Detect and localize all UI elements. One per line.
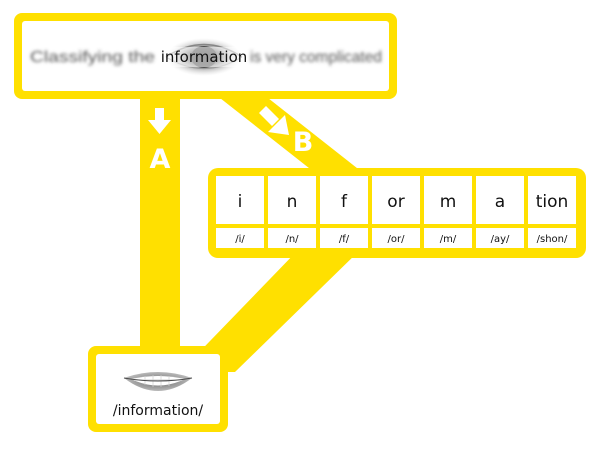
segment-grapheme: m bbox=[440, 192, 457, 212]
segment-1: n/n/ bbox=[268, 176, 316, 248]
segment-grapheme: f bbox=[341, 192, 348, 212]
segment-cell bbox=[216, 176, 264, 224]
mouth-icon bbox=[123, 372, 193, 391]
phoneme-cell bbox=[476, 228, 524, 248]
segment-2: f/f/ bbox=[320, 176, 368, 248]
segment-grapheme: i bbox=[238, 192, 243, 212]
segment-phoneme: /m/ bbox=[440, 234, 457, 245]
connector-bands bbox=[140, 98, 362, 372]
path-a-label: A bbox=[150, 144, 171, 175]
path-b-band bbox=[220, 98, 362, 172]
phoneme-cell bbox=[320, 228, 368, 248]
segment-cell bbox=[424, 176, 472, 224]
segment-phoneme: /or/ bbox=[388, 234, 406, 245]
segment-phoneme: /i/ bbox=[235, 234, 245, 245]
source-word: information bbox=[161, 48, 248, 66]
merge-band bbox=[180, 250, 360, 372]
segment-grapheme: or bbox=[387, 192, 404, 212]
phoneme-cell bbox=[372, 228, 420, 248]
path-a-band bbox=[140, 98, 180, 363]
segment-cell bbox=[372, 176, 420, 224]
source-blur-right: is very complicated bbox=[250, 49, 382, 66]
segments-box: i/i/n/n/f/f/or/or/m/m/a/ay/tion/shon/ bbox=[208, 168, 586, 258]
segments-row: i/i/n/n/f/f/or/or/m/m/a/ay/tion/shon/ bbox=[216, 176, 576, 248]
segment-4: m/m/ bbox=[424, 176, 472, 248]
segment-cell bbox=[268, 176, 316, 224]
phoneme-cell bbox=[268, 228, 316, 248]
result-pronunciation: /information/ bbox=[113, 403, 204, 419]
segment-grapheme: n bbox=[287, 192, 298, 212]
path-b-label: B bbox=[293, 127, 314, 158]
segment-cell bbox=[320, 176, 368, 224]
segment-cell bbox=[476, 176, 524, 224]
segment-5: a/ay/ bbox=[476, 176, 524, 248]
source-blur-left: Classifying the bbox=[30, 49, 155, 66]
arrow-diagonal-icon bbox=[259, 106, 289, 135]
phoneme-cell bbox=[528, 228, 576, 248]
arrow-down-icon bbox=[148, 108, 171, 134]
segment-cell bbox=[528, 176, 576, 224]
phoneme-cell bbox=[216, 228, 264, 248]
phoneme-cell bbox=[424, 228, 472, 248]
segment-grapheme: tion bbox=[536, 192, 569, 212]
segment-phoneme: /shon/ bbox=[537, 234, 568, 245]
result-box: /information/ bbox=[88, 346, 228, 432]
segment-0: i/i/ bbox=[216, 176, 264, 248]
segment-6: tion/shon/ bbox=[528, 176, 576, 248]
segment-phoneme: /ay/ bbox=[491, 234, 510, 245]
segment-grapheme: a bbox=[495, 192, 505, 212]
segment-phoneme: /n/ bbox=[285, 234, 299, 245]
segment-phoneme: /f/ bbox=[339, 234, 350, 245]
segment-3: or/or/ bbox=[372, 176, 420, 248]
source-box: Classifying the information is very comp… bbox=[14, 13, 397, 99]
